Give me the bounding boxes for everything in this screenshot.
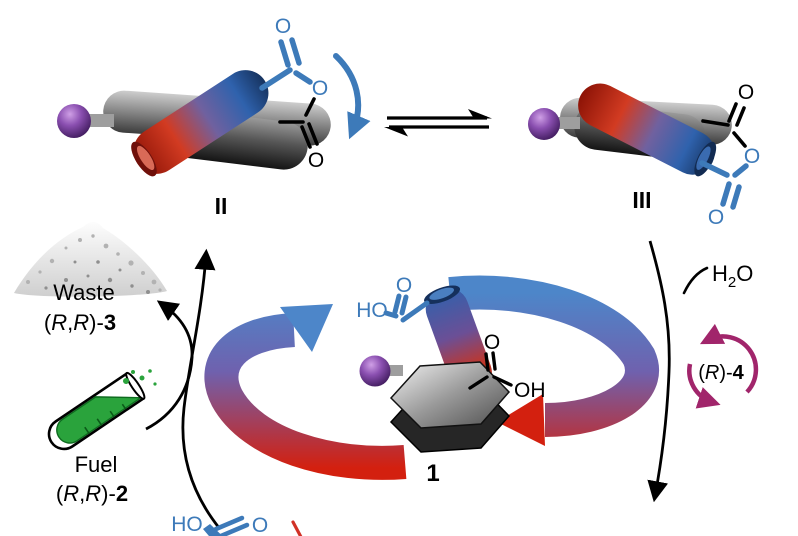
atom-ho-fragment: HO xyxy=(171,513,203,536)
cycle-arrow-right xyxy=(448,275,659,437)
fuel-test-tube xyxy=(47,369,157,451)
state-ii-label: II xyxy=(215,193,228,219)
cycle-arrow-left-head-icon xyxy=(280,304,333,352)
state-iii-hydrolysis-arrow xyxy=(647,240,671,503)
state-iii-label: III xyxy=(632,187,651,213)
equilibrium-arrows-icon xyxy=(384,109,492,137)
catalyst-label: (R)-4 xyxy=(698,362,744,384)
fuel-title: Fuel xyxy=(75,452,118,477)
macrocycle-capsule-ii xyxy=(131,70,269,177)
fuel-to-state-ii-arrow xyxy=(181,248,222,530)
carboxylic-acid-left xyxy=(383,293,430,323)
stopper-sphere-1 xyxy=(359,355,391,387)
atom-o-top: O xyxy=(396,274,412,297)
catalyst-arrow-lower-icon xyxy=(687,363,721,409)
atom-oh-right: OH xyxy=(514,379,546,402)
waste-formula: (R,R)-3 xyxy=(44,310,116,335)
stopper-sphere-ii xyxy=(57,104,91,138)
atom-o-top-iii: O xyxy=(738,81,754,104)
cycle-arrow-right-head-icon xyxy=(497,394,545,446)
atom-o-top-ii: O xyxy=(275,15,291,38)
water-label: H2O xyxy=(712,261,753,291)
fragment-double-bond xyxy=(213,515,250,536)
fragment-wedge-bond xyxy=(203,524,223,536)
water-connector-line xyxy=(682,266,709,295)
stopper-sphere-iii xyxy=(528,108,560,140)
atom-o-side: O xyxy=(484,331,500,354)
fuel-droplets xyxy=(123,369,157,386)
waste-title: Waste xyxy=(53,280,115,305)
atom-o-ring-ii: O xyxy=(312,77,328,100)
axle-stub-iii xyxy=(558,117,580,129)
anhydride-ii-bonds-blue xyxy=(259,37,313,91)
atom-o-ring-iii: O xyxy=(744,145,760,168)
benzene-prism-top xyxy=(389,361,511,429)
state-iii-molecule: O O O III xyxy=(528,81,760,229)
clockwise-rotation-arrow-icon xyxy=(333,53,371,140)
rotation-cycle-arrows xyxy=(204,275,659,480)
fuel-formula: (R,R)-2 xyxy=(56,481,128,506)
atom-ho-left: HO xyxy=(356,299,388,322)
compound-1-label: 1 xyxy=(426,460,439,487)
waste-powder-pile xyxy=(14,221,167,297)
carboxylic-acid-right xyxy=(468,351,513,390)
catalyst-cycle: (R)-4 xyxy=(687,323,759,409)
fragment-red-bond xyxy=(291,520,303,536)
anhydride-ii-bonds-black xyxy=(278,97,319,149)
axle-stub-1 xyxy=(387,365,403,376)
atom-o-bottom-ii: O xyxy=(308,149,324,172)
molecule-1: HO O O OH 1 xyxy=(356,274,545,487)
cycle-arrow-left xyxy=(204,313,407,480)
state-ii-molecule: O O O II xyxy=(57,15,371,219)
atom-o-fragment: O xyxy=(252,514,268,536)
catalyst-arrow-upper-icon xyxy=(699,323,759,394)
fuel-fragment-structure: HO O xyxy=(171,513,303,536)
waste-release-arrow xyxy=(145,300,194,431)
atom-o-bottom-iii: O xyxy=(708,206,724,229)
axle-stub-ii xyxy=(89,114,114,127)
anhydride-iii-bonds-black xyxy=(701,102,747,148)
anhydride-iii-bonds-blue xyxy=(699,160,749,210)
